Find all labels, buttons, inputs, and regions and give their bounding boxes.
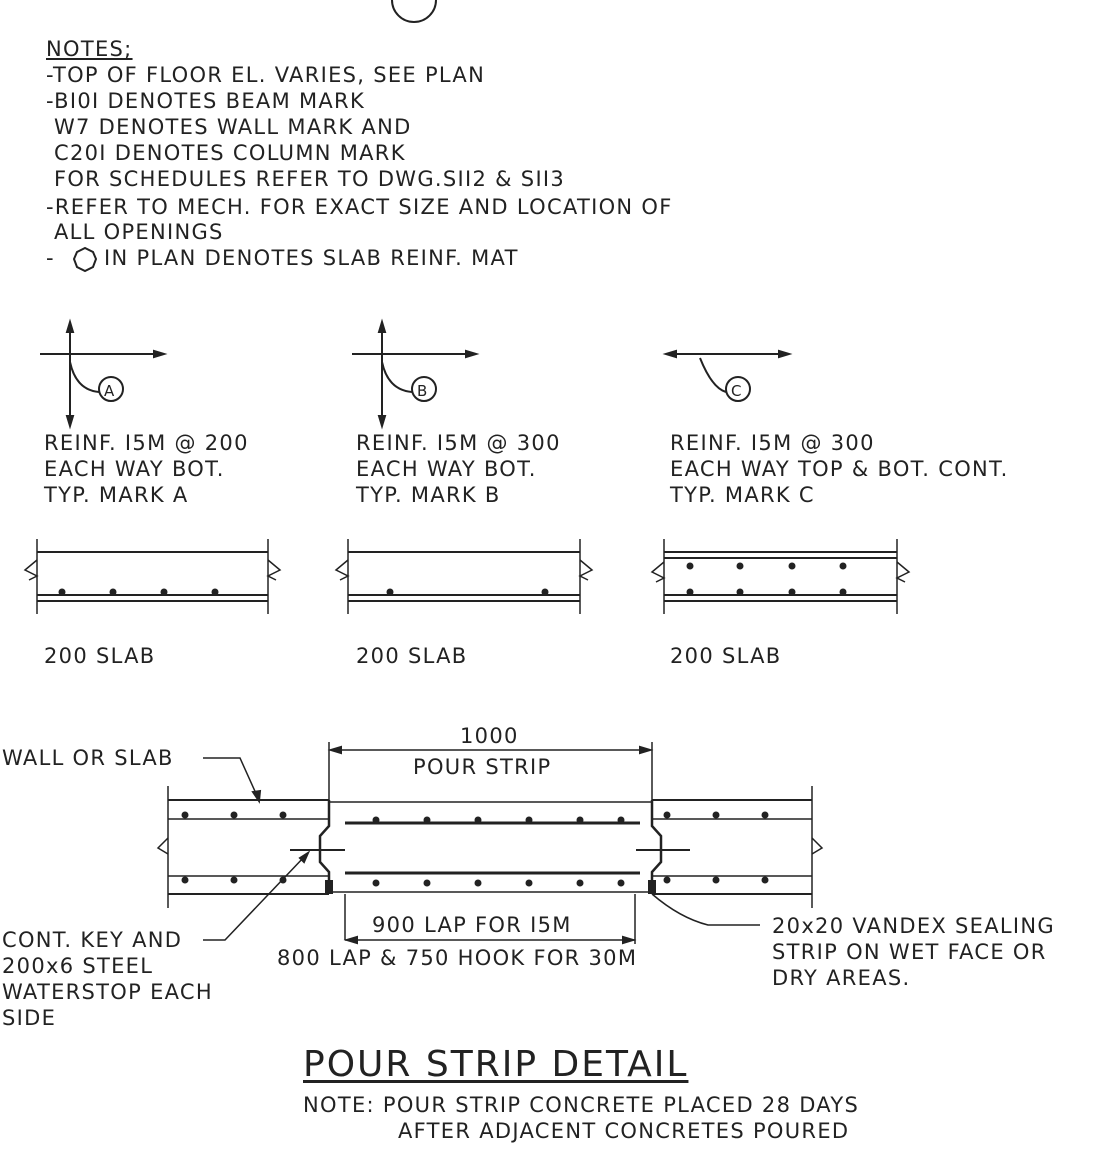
mark-a-letter: A	[104, 382, 115, 400]
slab-section-a	[23, 539, 282, 614]
lap-15m-label: 900 LAP FOR I5M	[372, 913, 572, 937]
lap-30m-label: 800 LAP & 750 HOOK FOR 30M	[277, 946, 638, 970]
seal-label-line-3: DRY AREAS.	[772, 966, 911, 990]
mark-b-symbol	[352, 318, 480, 430]
mark-a-line-2: EACH WAY BOT.	[44, 457, 225, 481]
mat-symbol-icon	[72, 246, 98, 273]
key-label-line-3: WATERSTOP EACH	[2, 980, 213, 1004]
seal-label-line-1: 20x20 VANDEX SEALING	[772, 914, 1055, 938]
mark-b-line-3: TYP. MARK B	[356, 483, 501, 507]
mark-c-line-1: REINF. I5M @ 300	[670, 431, 875, 455]
slab-section-c	[650, 539, 911, 614]
mark-c-symbol	[662, 349, 793, 402]
pour-strip-dim-label: POUR STRIP	[413, 755, 552, 779]
notes-title: NOTES;	[46, 37, 133, 61]
note-line-7: ALL OPENINGS	[46, 220, 224, 244]
mark-c-letter: C	[731, 382, 742, 400]
mark-c-line-3: TYP. MARK C	[670, 483, 815, 507]
note-line-3: W7 DENOTES WALL MARK AND	[46, 115, 412, 139]
pour-strip-dim-value: 1000	[460, 724, 519, 748]
note-mat-text: IN PLAN DENOTES SLAB REINF. MAT	[104, 246, 519, 270]
note-line-2: -BI0I DENOTES BEAM MARK	[46, 89, 366, 113]
key-label-line-2: 200x6 STEEL	[2, 954, 154, 978]
mark-b-line-2: EACH WAY BOT.	[356, 457, 537, 481]
note-line-5: FOR SCHEDULES REFER TO DWG.SII2 & SII3	[46, 167, 566, 191]
slab-a-label: 200 SLAB	[44, 644, 156, 668]
mark-a-line-3: TYP. MARK A	[44, 483, 189, 507]
mark-b-letter: B	[417, 382, 428, 400]
wall-or-slab-label: WALL OR SLAB	[2, 746, 174, 770]
key-label-line-1: CONT. KEY AND	[2, 928, 183, 952]
mark-b-line-1: REINF. I5M @ 300	[356, 431, 561, 455]
mark-a-line-1: REINF. I5M @ 200	[44, 431, 249, 455]
note-line-1: -TOP OF FLOOR EL. VARIES, SEE PLAN	[46, 63, 486, 87]
detail-title: POUR STRIP DETAIL	[303, 1044, 689, 1085]
note-line-4: C20I DENOTES COLUMN MARK	[46, 141, 406, 165]
seal-label-line-2: STRIP ON WET FACE OR	[772, 940, 1047, 964]
pour-strip-section	[156, 742, 824, 945]
note-mat-prefix: -	[46, 246, 55, 270]
note-line-6: -REFER TO MECH. FOR EXACT SIZE AND LOCAT…	[46, 195, 673, 219]
slab-section-b	[334, 539, 594, 614]
mark-a-symbol	[40, 318, 168, 430]
top-callout-arc	[391, 0, 437, 23]
mark-c-line-2: EACH WAY TOP & BOT. CONT.	[670, 457, 1009, 481]
footnote-line-2: AFTER ADJACENT CONCRETES POURED	[398, 1119, 850, 1143]
slab-b-label: 200 SLAB	[356, 644, 468, 668]
slab-c-label: 200 SLAB	[670, 644, 782, 668]
footnote-line-1: NOTE: POUR STRIP CONCRETE PLACED 28 DAYS	[303, 1093, 860, 1117]
key-label-line-4: SIDE	[2, 1006, 57, 1030]
